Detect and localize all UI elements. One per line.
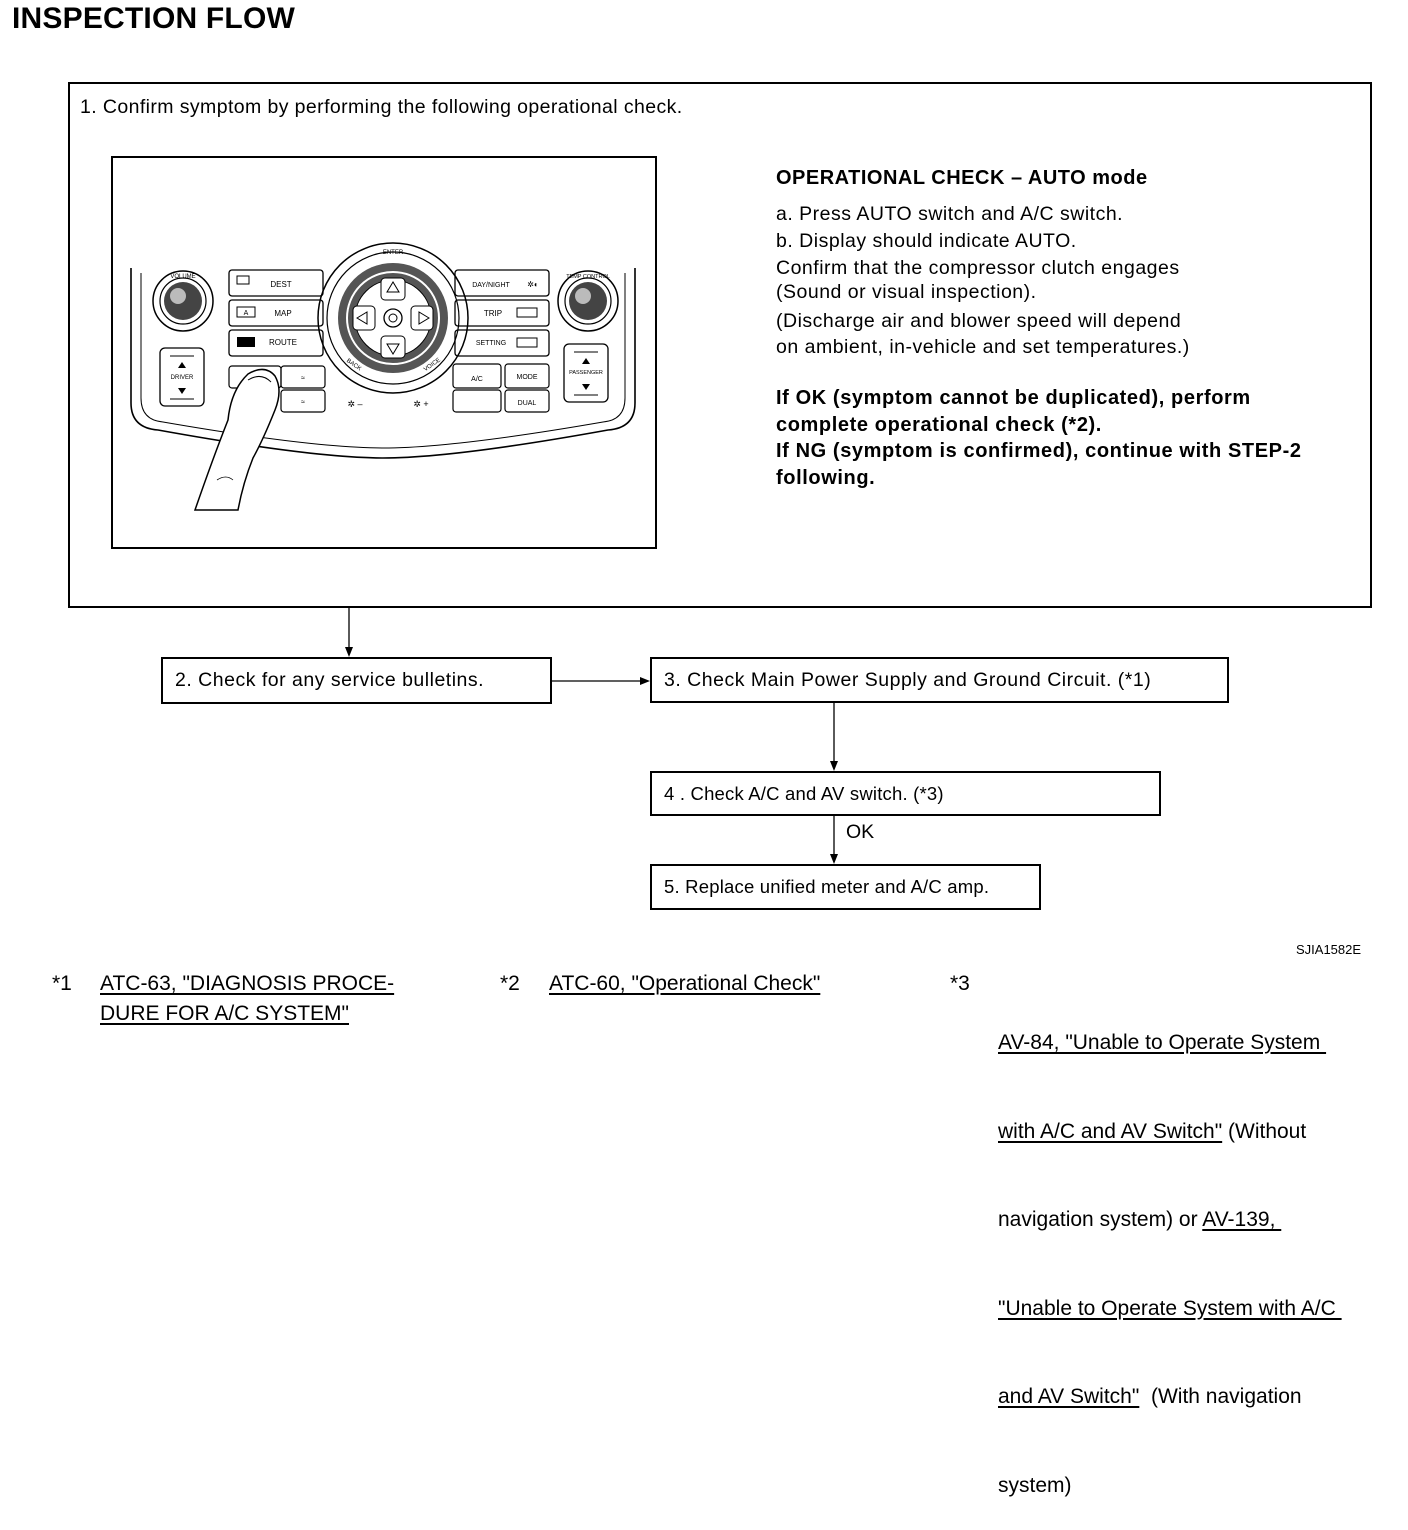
driver-temp-switch: DRIVER bbox=[159, 347, 205, 407]
footnote3: AV-84, "Unable to Operate System with A/… bbox=[998, 969, 1342, 1530]
figure-code: SJIA1582E bbox=[1296, 942, 1362, 957]
step5-box: 5. Replace unified meter and A/C amp. bbox=[650, 864, 1041, 910]
step4-box: 4 . Check A/C and AV switch. (*3) bbox=[650, 771, 1161, 816]
step1-text: 1. Confirm symptom by performing the fol… bbox=[80, 96, 683, 118]
step3-box: 3. Check Main Power Supply and Ground Ci… bbox=[650, 657, 1229, 703]
footnote3-link2-line3[interactable]: and AV Switch" bbox=[998, 1385, 1140, 1408]
footnote3-link2-line2[interactable]: "Unable to Operate System with A/C bbox=[998, 1296, 1342, 1320]
footnote1-link-line1[interactable]: ATC-63, "DIAGNOSIS PROCE- bbox=[100, 972, 395, 995]
footnote2-mark: *2 bbox=[500, 972, 520, 995]
svg-text:≈: ≈ bbox=[301, 375, 305, 382]
passenger-temp-switch: PASSENGER bbox=[563, 343, 609, 403]
footnote3-link1-line1[interactable]: AV-84, "Unable to Operate System bbox=[998, 1031, 1327, 1054]
check-line-f: on ambient, in-vehicle and set temperatu… bbox=[776, 336, 1190, 358]
footnote3-mark: *3 bbox=[950, 972, 970, 995]
ok-label: OK bbox=[846, 821, 875, 843]
temp-knob-label: TEMP CONTROL bbox=[566, 274, 610, 280]
control-panel-drawing: VOLUME TEMP CONTROL DRIVER PASSENGER bbox=[130, 242, 636, 511]
ac-label: A/C bbox=[471, 376, 483, 383]
step4-text: 4 . Check A/C and AV switch. (*3) bbox=[664, 782, 944, 804]
nav-buttons-right: DAY/NIGHT ✲◐ TRIP SETTING bbox=[454, 269, 550, 357]
nav-buttons-left: DEST A MAP ROUTE bbox=[228, 269, 324, 357]
step2-text: 2. Check for any service bulletins. bbox=[175, 669, 485, 691]
volume-knob: VOLUME bbox=[152, 270, 214, 332]
footnote3-text-b: navigation system) or bbox=[998, 1208, 1203, 1231]
ac-mode-buttons: A/C MODE DUAL bbox=[452, 363, 550, 413]
setting-label: SETTING bbox=[476, 340, 506, 347]
day-night-label: DAY/NIGHT bbox=[472, 282, 510, 289]
step3-text: 3. Check Main Power Supply and Ground Ci… bbox=[664, 668, 1152, 691]
control-panel-illustration: VOLUME TEMP CONTROL DRIVER PASSENGER bbox=[111, 156, 657, 549]
footnote1: ATC-63, "DIAGNOSIS PROCE- DURE FOR A/C S… bbox=[100, 969, 394, 1028]
multi-function-controller: ENTER BACK VOICE bbox=[317, 242, 469, 394]
volume-label: VOLUME bbox=[170, 274, 195, 280]
map-label: MAP bbox=[274, 309, 291, 318]
step5-text: 5. Replace unified meter and A/C amp. bbox=[664, 876, 990, 897]
passenger-label: PASSENGER bbox=[569, 370, 603, 376]
dual-label: DUAL bbox=[518, 400, 537, 407]
temp-knob: TEMP CONTROL bbox=[557, 270, 619, 332]
finger-illustration bbox=[193, 368, 280, 511]
route-label: ROUTE bbox=[269, 338, 297, 347]
driver-label: DRIVER bbox=[171, 375, 194, 381]
fan-down-label: ✲ – bbox=[347, 399, 362, 409]
trip-label: TRIP bbox=[484, 309, 502, 318]
page-title: INSPECTION FLOW bbox=[12, 2, 295, 35]
step1-box bbox=[68, 82, 1372, 608]
footnote3-text-d: system) bbox=[998, 1473, 1072, 1497]
footnote3-text-a: (Without bbox=[1222, 1119, 1307, 1143]
check-line-b: b. Display should indicate AUTO. bbox=[776, 230, 1077, 252]
footnote1-mark: *1 bbox=[52, 972, 72, 995]
footnote3-link1-line2[interactable]: with A/C and AV Switch" bbox=[998, 1119, 1223, 1143]
footnote3-link2-line1[interactable]: AV-139, bbox=[1202, 1208, 1282, 1231]
check-line-e: (Discharge air and blower speed will dep… bbox=[776, 310, 1182, 332]
flow-connectors bbox=[345, 608, 838, 864]
step2-box: 2. Check for any service bulletins. bbox=[161, 657, 552, 704]
footnote3-text-c: (With navigation bbox=[1139, 1385, 1302, 1408]
operational-check-title: OPERATIONAL CHECK – AUTO mode bbox=[776, 167, 1148, 189]
check-line-c: Confirm that the compressor clutch engag… bbox=[776, 257, 1180, 279]
check-line-d: (Sound or visual inspection). bbox=[776, 281, 1037, 303]
enter-label: ENTER bbox=[383, 250, 404, 256]
footnote1-link-line2[interactable]: DURE FOR A/C SYSTEM" bbox=[100, 1001, 349, 1025]
footnote2: ATC-60, "Operational Check" bbox=[549, 969, 820, 999]
a-key-label: A bbox=[244, 310, 249, 317]
result-line-1: If OK (symptom cannot be duplicated), pe… bbox=[776, 387, 1251, 409]
dest-label: DEST bbox=[270, 280, 291, 289]
mode-label: MODE bbox=[517, 374, 538, 381]
fan-up-label: ✲ + bbox=[413, 399, 428, 409]
result-line-2: complete operational check (*2). bbox=[776, 414, 1102, 436]
check-line-a: a. Press AUTO switch and A/C switch. bbox=[776, 203, 1124, 225]
footnote2-link[interactable]: ATC-60, "Operational Check" bbox=[549, 972, 821, 995]
svg-text:≈: ≈ bbox=[301, 399, 305, 406]
result-line-3: If NG (symptom is confirmed), continue w… bbox=[776, 440, 1302, 462]
day-night-icon: ✲◐ bbox=[527, 280, 539, 289]
result-line-4: following. bbox=[776, 467, 876, 489]
